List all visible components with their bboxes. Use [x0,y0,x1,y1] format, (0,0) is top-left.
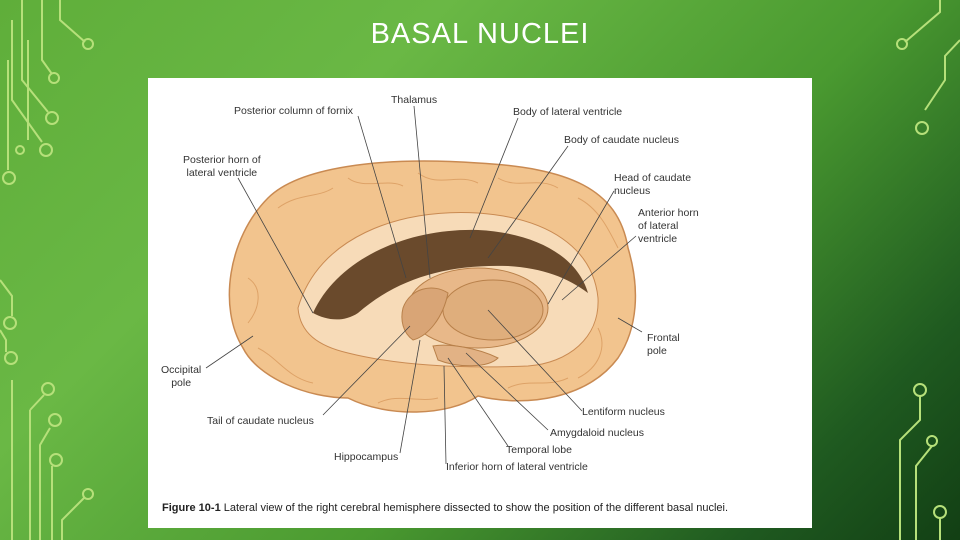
label-hippocampus: Hippocampus [334,451,399,463]
label-inferior-horn: Inferior horn of lateral ventricle [446,461,588,473]
figure-caption-number: Figure 10-1 [162,502,221,514]
label-tail-of-caudate-nucleus: Tail of caudate nucleus [207,415,314,427]
label-temporal-lobe: Temporal lobe [506,444,572,456]
label-frontal-pole: Frontal pole [647,332,680,357]
brain-illustration [228,160,637,413]
label-body-of-lateral-ventricle: Body of lateral ventricle [513,106,623,118]
label-leader-lines [205,105,643,465]
label-occipital-pole: Occipital pole [161,364,202,389]
label-amygdaloid-nucleus: Amygdaloid nucleus [550,427,644,439]
figure-caption: Figure 10-1 Lateral view of the right ce… [162,502,728,514]
label-head-of-caudate-nucleus: Head of caudate nucleus [614,172,692,197]
figure-caption-text: Lateral view of the right cerebral hemis… [223,502,729,514]
label-thalamus: Thalamus [391,94,438,106]
brain-figure: Posterior column of fornix Thalamus Body… [148,78,812,528]
label-body-of-caudate-nucleus: Body of caudate nucleus [564,134,679,146]
label-lentiform-nucleus: Lentiform nucleus [582,406,665,418]
label-posterior-horn: Posterior horn of lateral ventricle [183,154,261,179]
label-posterior-column-of-fornix: Posterior column of fornix [234,105,354,117]
label-anterior-horn: Anterior horn of lateral ventricle [638,207,699,245]
slide-title: BASAL NUCLEI [370,18,590,50]
